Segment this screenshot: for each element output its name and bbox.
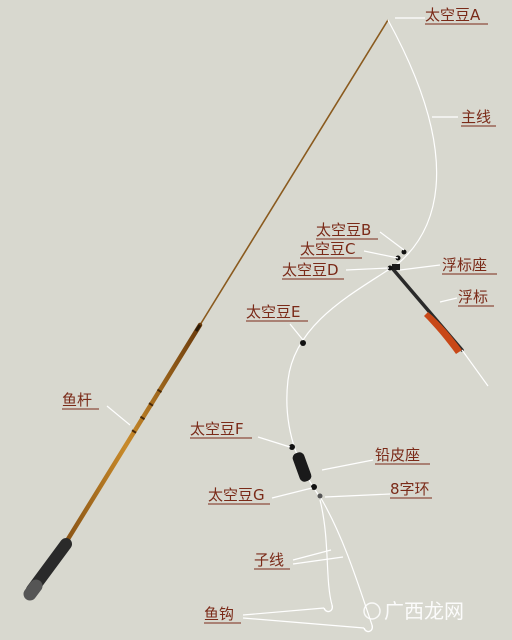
leader-bead-f [257, 436, 291, 448]
sub-line-2 [321, 499, 373, 626]
hook-2-icon [363, 624, 374, 633]
label-bead-f: 太空豆F [190, 420, 244, 438]
leader-bead-d [345, 267, 390, 271]
label-float: 浮标 [458, 288, 488, 306]
leader-hook-2 [242, 617, 365, 629]
bead-d-dot [387, 265, 393, 271]
leader-hook-1 [242, 607, 325, 616]
label-hooks: 鱼钩 [204, 605, 234, 623]
label-bead-a: 太空豆A [425, 6, 481, 24]
leader-sub-line-2 [292, 556, 344, 565]
leader-bead-g [271, 487, 313, 499]
rod-tip-section [199, 19, 389, 326]
sinker-seat [292, 452, 312, 482]
swivel [317, 493, 323, 499]
leader-sinker-seat [321, 459, 374, 471]
label-bead-c: 太空豆C [300, 240, 355, 258]
bead-e-dot [300, 340, 306, 346]
rod-joint [194, 324, 202, 332]
label-swivel: 8字环 [390, 480, 430, 498]
leader-bead-c [363, 250, 399, 259]
rod-body [49, 322, 203, 568]
label-sinker-seat: 铅皮座 [375, 446, 420, 464]
float-seat-mark [392, 264, 400, 270]
bead-g-dot [311, 484, 317, 490]
rod-butt-cap [23, 579, 43, 601]
leader-swivel [324, 493, 391, 498]
label-main-line: 主线 [461, 108, 491, 126]
leader-sub-line-1 [292, 549, 332, 561]
label-sub-line: 子线 [254, 551, 284, 569]
bead-f-dot [289, 444, 295, 450]
label-bead-b: 太空豆B [316, 221, 371, 239]
label-bead-d: 太空豆D [282, 261, 339, 279]
watermark: 广西龙网 [363, 599, 464, 623]
leader-rod [106, 405, 131, 426]
label-rod: 鱼杆 [62, 391, 92, 409]
watermark-logo-icon [363, 602, 381, 620]
float-tail [461, 349, 489, 387]
hook-1-icon [323, 604, 334, 613]
label-bead-e: 太空豆E [246, 303, 300, 321]
watermark-text: 广西龙网 [384, 599, 464, 623]
main-line-path [286, 19, 438, 501]
leader-bead-e [289, 323, 304, 341]
label-float-seat: 浮标座 [442, 256, 487, 274]
leader-bead-b [379, 231, 405, 251]
sub-line-1 [319, 499, 333, 606]
leader-float [439, 297, 458, 303]
float-body [424, 312, 462, 354]
leader-float-seat [399, 264, 441, 271]
label-bead-g: 太空豆G [208, 486, 265, 504]
fishing-rod [23, 19, 389, 601]
bead-b-dot [401, 249, 407, 255]
